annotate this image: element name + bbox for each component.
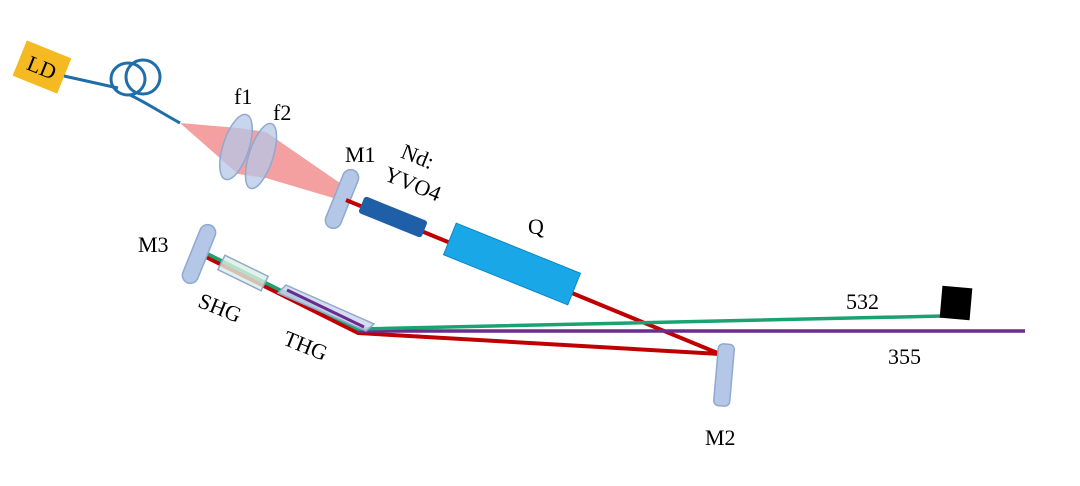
wavelength-355-label: 355 <box>888 344 921 369</box>
fiber-loop-2 <box>124 58 162 96</box>
lens-f1-label: f1 <box>234 84 252 109</box>
lens-f2 <box>244 122 278 190</box>
shg-label: SHG <box>195 288 245 328</box>
fiber-loop-1 <box>109 61 147 97</box>
fiber-lead-in <box>63 74 119 90</box>
mirror-m3-label: M3 <box>138 232 169 257</box>
shg-crystal <box>216 254 270 292</box>
fiber-coil <box>63 58 181 125</box>
thg-label: THG <box>280 326 331 366</box>
mirror-m2-label: M2 <box>705 425 736 450</box>
q-switch-label: Q <box>528 214 544 239</box>
thg-crystal-beam-trace <box>286 288 365 329</box>
mirror-m2 <box>712 343 736 407</box>
lens-f2-label: f2 <box>273 100 291 125</box>
laser-diode-box <box>12 40 72 94</box>
q-switch <box>442 222 582 306</box>
mirror-m1-label: M1 <box>345 142 376 167</box>
wavelength-532-label: 532 <box>846 289 879 314</box>
beam-dump <box>939 285 973 321</box>
lens-f1 <box>219 113 253 181</box>
mirror-m3 <box>181 223 217 285</box>
fiber-lead-out <box>129 93 181 125</box>
green-532-beam <box>205 251 944 331</box>
laser-diode: LD <box>12 40 72 94</box>
nd-yvo4-crystal <box>359 196 427 238</box>
